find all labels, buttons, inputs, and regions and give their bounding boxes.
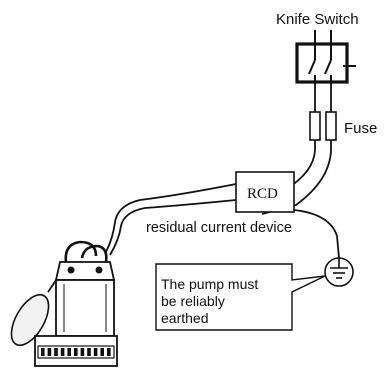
fuses [309, 111, 337, 141]
vent-slot [54, 348, 58, 356]
rcd-box [235, 171, 295, 213]
vent-slot [47, 348, 52, 356]
knife-switch-label: Knife Switch [276, 11, 359, 28]
fuse-label: Fuse [344, 120, 377, 137]
switch-to-fuse-wires [314, 82, 332, 112]
vent-slot [100, 348, 104, 356]
vent-slot [93, 348, 98, 356]
vent-slot [87, 348, 91, 356]
earth-wire [293, 209, 340, 259]
vent-slot [60, 348, 65, 356]
residual-current-device-label: residual current device [146, 220, 292, 236]
vent-slot [74, 348, 78, 356]
pump-note-line2: be reliably [161, 293, 225, 309]
rcd-to-pump-cable [105, 183, 237, 256]
knife-switch [295, 30, 356, 84]
pump-base-vents [41, 348, 111, 356]
vent-slot [80, 348, 85, 356]
vent-slot [67, 348, 71, 356]
earth-ground-icon [324, 257, 354, 287]
vent-slot [107, 348, 111, 356]
rcd-label: RCD [247, 186, 278, 202]
vent-slot [41, 348, 45, 356]
pump-note-line1: The pump must [161, 276, 258, 292]
pump-note-line3: earthed [161, 310, 208, 326]
pump-note-callout [155, 263, 326, 331]
